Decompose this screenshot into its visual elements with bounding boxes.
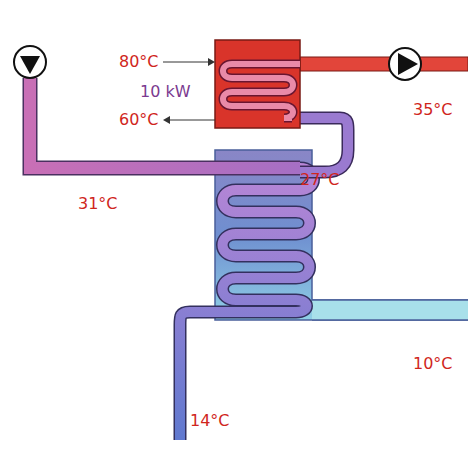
pipe-edge (312, 299, 468, 301)
outlet-pipe (312, 300, 468, 320)
temperature-label: 14°C (190, 413, 230, 429)
heat-exchanger-box (215, 40, 300, 128)
temperature-label: 80°C (119, 54, 159, 70)
pump-symbol (14, 46, 46, 78)
tank-coil (180, 168, 314, 440)
exchanger-coil-outline (223, 64, 300, 118)
exchanger-coil (223, 64, 300, 118)
flow-arrow (163, 62, 208, 63)
pipe-edge (312, 319, 468, 321)
arrow-head (208, 58, 215, 66)
tank-coil-outline (180, 168, 314, 440)
hot-pipe (300, 57, 468, 71)
temperature-label: 10 kW (140, 84, 191, 100)
temperature-label: 60°C (119, 112, 159, 128)
temperature-label: 35°C (413, 102, 453, 118)
pump-symbol (389, 48, 421, 80)
temperature-label: 27°C (300, 172, 340, 188)
flow-arrow (170, 120, 215, 121)
temperature-label: 10°C (413, 356, 453, 372)
arrow-head (163, 116, 170, 124)
temperature-label: 31°C (78, 196, 118, 212)
